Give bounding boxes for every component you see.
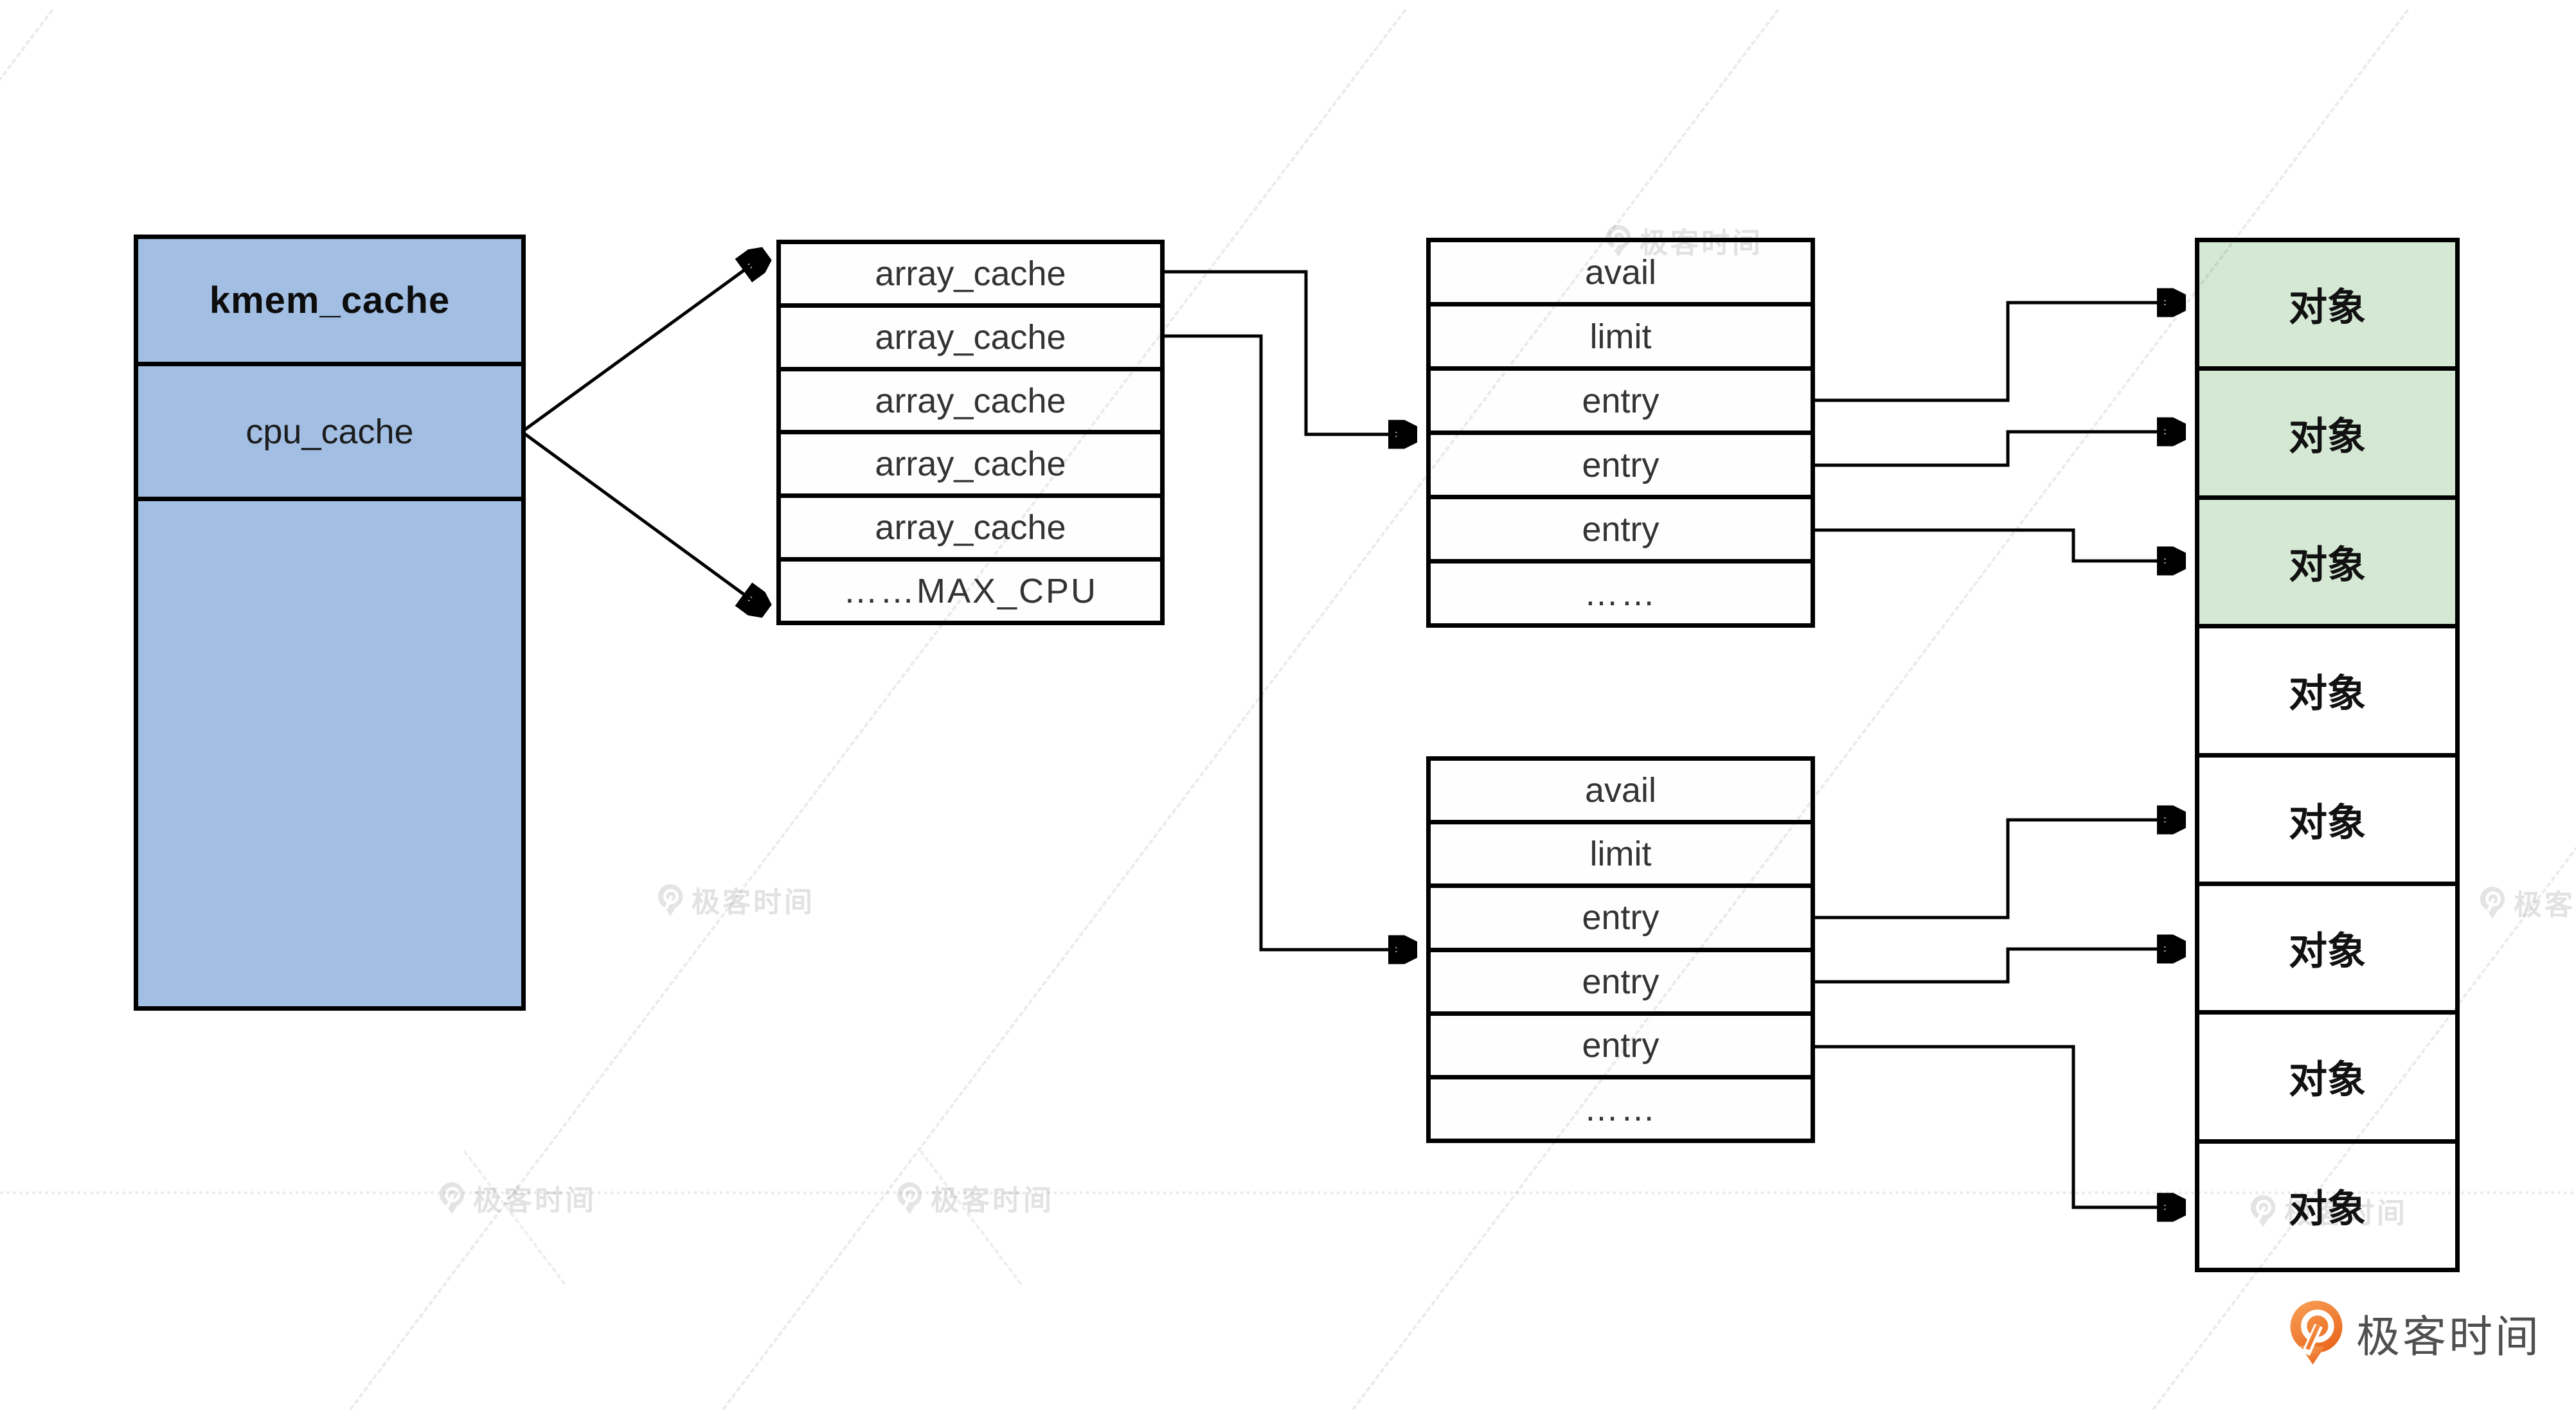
- geektime-watermark-pin-icon: [2480, 887, 2505, 919]
- object-cell: 对象: [2199, 1143, 2455, 1268]
- table-row: array_cache: [781, 371, 1160, 435]
- row-label: entry: [1582, 1025, 1659, 1065]
- table-row: ……MAX_CPU: [781, 562, 1160, 621]
- table-row: entry: [1431, 371, 1811, 435]
- row-label: ……: [1584, 574, 1658, 613]
- row-label: ……MAX_CPU: [843, 572, 1098, 611]
- table-row: array_cache: [781, 434, 1160, 499]
- table-row: array_cache: [781, 308, 1160, 371]
- table-row: entry: [1431, 435, 1811, 499]
- arrow-entry3-to-object-3: [1815, 528, 2180, 561]
- arrow-array-cache-1-to-detail-top: [1165, 270, 1411, 434]
- row-label: array_cache: [875, 508, 1066, 547]
- table-row: entry: [1431, 952, 1811, 1016]
- watermark-text: 极客时间: [692, 887, 815, 918]
- arrow-entry5-to-object-6: [1815, 949, 2180, 984]
- watermark-dashed-line: [694, 8, 1780, 1411]
- table-row: avail: [1431, 242, 1811, 306]
- cpu-cache-cell: cpu_cache: [138, 366, 521, 501]
- object-label: 对象: [2289, 286, 2366, 330]
- object-cell-allocated: 对象: [2199, 371, 2455, 500]
- watermark-stamp: 极客时间: [2478, 882, 2576, 923]
- object-cell-allocated: 对象: [2199, 242, 2455, 371]
- arrow-entry2-to-object-2: [1815, 432, 2180, 467]
- watermark-dashed-line: [919, 1150, 1023, 1286]
- geektime-logo-icon: [2290, 1300, 2343, 1365]
- kmem-cache-struct-box: kmem_cache cpu_cache: [134, 235, 526, 1011]
- object-label: 对象: [2289, 414, 2366, 458]
- row-label: limit: [1589, 835, 1652, 874]
- row-label: array_cache: [875, 317, 1066, 357]
- arrow-cpu-cache-to-array-cache-bottom: [521, 430, 762, 608]
- table-row: avail: [1431, 761, 1811, 825]
- table-row: array_cache: [781, 498, 1160, 562]
- row-label: entry: [1582, 510, 1659, 549]
- table-row: entry: [1431, 499, 1811, 564]
- arrow-array-cache-2-to-detail-bottom: [1165, 334, 1411, 950]
- object-cell-allocated: 对象: [2199, 499, 2455, 629]
- table-row: limit: [1431, 306, 1811, 371]
- arrow-entry4-to-object-5: [1815, 820, 2180, 919]
- table-row: entry: [1431, 1016, 1811, 1079]
- table-row: ……: [1431, 1079, 1811, 1139]
- watermark-dashed-line: [0, 8, 54, 1411]
- geektime-watermark-pin-icon: [439, 1182, 465, 1214]
- cpu-cache-label: cpu_cache: [246, 412, 414, 451]
- kmem-cache-title-cell: kmem_cache: [138, 239, 521, 366]
- row-label: avail: [1584, 253, 1657, 292]
- table-row: limit: [1431, 824, 1811, 889]
- object-cell: 对象: [2199, 757, 2455, 886]
- object-label: 对象: [2289, 930, 2366, 973]
- geektime-watermark-pin-icon: [897, 1182, 922, 1214]
- geektime-brand: 极客时间: [2287, 1299, 2541, 1366]
- object-label: 对象: [2289, 543, 2366, 587]
- row-label: entry: [1582, 381, 1659, 420]
- table-row: entry: [1431, 888, 1811, 952]
- row-label: array_cache: [875, 381, 1066, 420]
- row-label: array_cache: [875, 445, 1066, 484]
- object-cell: 对象: [2199, 628, 2455, 758]
- row-label: avail: [1584, 771, 1657, 810]
- object-label: 对象: [2289, 1187, 2366, 1230]
- watermark-stamp: 极客时间: [656, 879, 815, 920]
- watermark-text: 极客时间: [2514, 889, 2576, 921]
- object-label: 对象: [2289, 672, 2366, 716]
- table-row: array_cache: [781, 244, 1160, 308]
- row-label: entry: [1582, 962, 1659, 1001]
- object-label: 对象: [2289, 1058, 2366, 1102]
- kmem-cache-title: kmem_cache: [209, 280, 451, 321]
- row-label: ……: [1584, 1089, 1658, 1128]
- table-row: ……: [1431, 564, 1811, 623]
- array-cache-table: array_cache array_cache array_cache arra…: [776, 240, 1165, 625]
- array-cache-detail-table-top: avail limit entry entry entry ……: [1426, 238, 1815, 628]
- watermark-stamp: 极客时间: [437, 1177, 596, 1218]
- watermark-dotted-row: [0, 1191, 2576, 1194]
- row-label: entry: [1582, 445, 1659, 484]
- arrow-cpu-cache-to-array-cache-top: [521, 257, 762, 434]
- geektime-watermark-pin-icon: [657, 884, 683, 916]
- object-cell: 对象: [2199, 1015, 2455, 1144]
- slab-object-column: 对象 对象 对象 对象 对象 对象 对象 对象: [2195, 238, 2460, 1272]
- array-cache-detail-table-bottom: avail limit entry entry entry ……: [1426, 756, 1815, 1143]
- object-label: 对象: [2289, 801, 2366, 844]
- arrow-entry6-to-object-8: [1815, 1045, 2180, 1207]
- row-label: array_cache: [875, 254, 1066, 293]
- row-label: limit: [1589, 317, 1652, 356]
- row-label: entry: [1582, 898, 1659, 937]
- watermark-text: 极客时间: [473, 1185, 596, 1216]
- arrow-entry1-to-object-1: [1815, 303, 2180, 402]
- kmem-cache-empty-cell: [138, 501, 521, 1006]
- geektime-brand-name: 极客时间: [2356, 1312, 2542, 1362]
- watermark-text: 极客时间: [931, 1185, 1054, 1216]
- watermark-stamp: 极客时间: [895, 1177, 1054, 1218]
- object-cell: 对象: [2199, 885, 2455, 1015]
- watermark-dashed-line: [463, 1150, 566, 1286]
